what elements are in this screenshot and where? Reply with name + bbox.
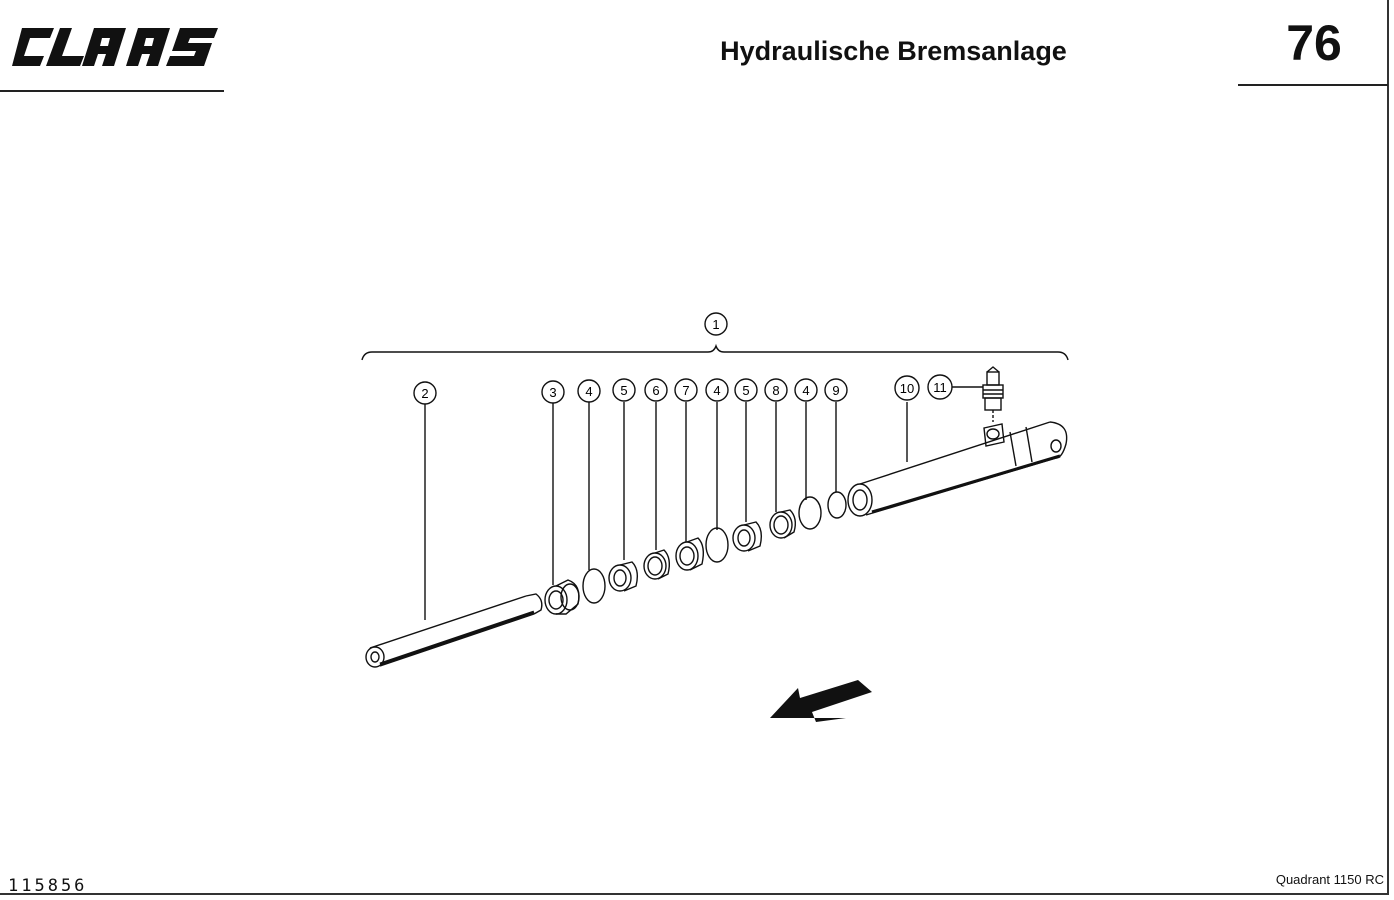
callout-label: 10: [900, 381, 914, 396]
callout-6: 6: [644, 378, 668, 402]
assembly-brace: [361, 343, 1069, 361]
document-number: 115856: [8, 876, 88, 896]
callout-1: 1: [704, 312, 728, 336]
part-cylinder-housing: [847, 421, 1068, 517]
callout-label: 4: [713, 383, 720, 398]
callout-label: 9: [832, 383, 839, 398]
page-number-underline: [1238, 84, 1388, 86]
part-o-ring-4a: [582, 568, 606, 604]
callout-label: 7: [682, 383, 689, 398]
callout-label: 2: [421, 386, 428, 401]
callout-4b: 4: [705, 378, 729, 402]
page-frame-right: [1387, 0, 1389, 893]
callout-2: 2: [413, 381, 437, 405]
callout-label: 11: [933, 380, 947, 395]
callout-label: 5: [742, 383, 749, 398]
part-hydraulic-fitting: [982, 366, 1004, 422]
part-o-ring-4c: [798, 496, 822, 530]
page-title: Hydraulische Bremsanlage: [720, 36, 1067, 66]
arrow-down-left-icon: [770, 680, 872, 722]
callout-label: 8: [772, 383, 779, 398]
part-seal-6: [643, 549, 671, 580]
part-ring-9: [827, 491, 847, 519]
page-number: 76: [1286, 15, 1342, 71]
part-guide-bushing: [544, 579, 580, 615]
callout-label: 5: [620, 383, 627, 398]
callout-11: 11: [927, 374, 953, 400]
callout-label: 3: [549, 385, 556, 400]
part-piston-rod: [365, 593, 543, 668]
callout-3: 3: [541, 380, 565, 404]
page-frame-bottom: [0, 893, 1389, 895]
part-o-ring-4b: [705, 527, 729, 563]
part-seal-8: [769, 509, 797, 539]
callout-4c: 4: [794, 378, 818, 402]
callout-label: 4: [585, 384, 592, 399]
machine-model: Quadrant 1150 RC: [1275, 872, 1384, 887]
part-piston-7: [675, 537, 705, 571]
part-seal-5a: [608, 561, 639, 592]
callout-8: 8: [764, 378, 788, 402]
callout-7: 7: [674, 378, 698, 402]
logo-underline: [0, 90, 224, 92]
callout-10: 10: [894, 375, 920, 401]
callout-label: 1: [712, 317, 719, 332]
part-seal-5b: [732, 521, 763, 552]
callout-5: 5: [612, 378, 636, 402]
callout-9: 9: [824, 378, 848, 402]
callout-label: 4: [802, 383, 809, 398]
claas-logo: [12, 28, 218, 66]
callout-5b: 5: [734, 378, 758, 402]
callout-4: 4: [577, 379, 601, 403]
callout-label: 6: [652, 383, 659, 398]
